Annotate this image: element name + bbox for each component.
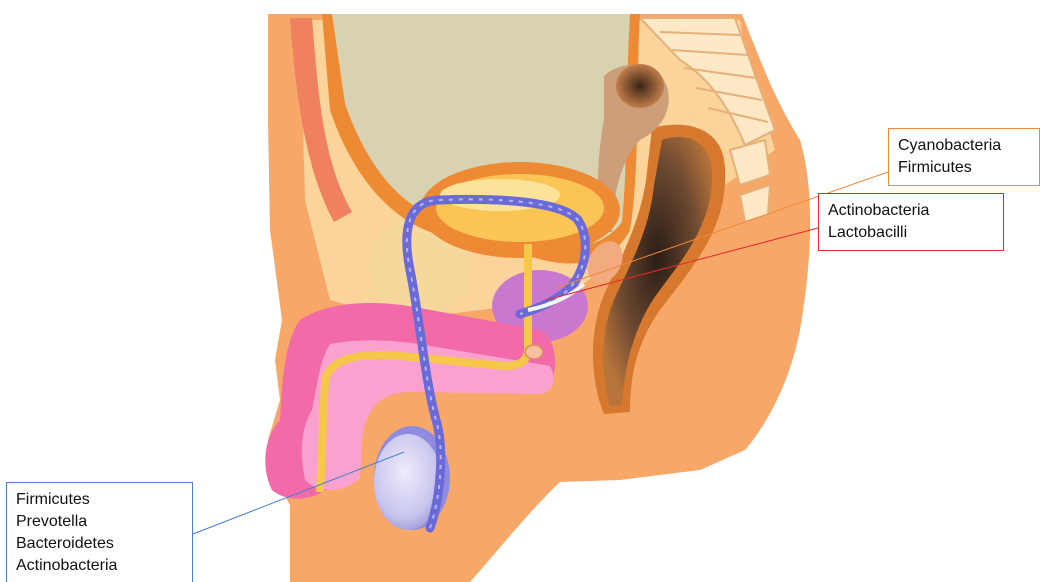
prostate-label-line-1: Actinobacteria <box>828 200 994 222</box>
prostate-label-line-2: Lactobacilli <box>828 222 994 244</box>
seminal-vesicle-label-line-2: Firmicutes <box>898 157 1030 179</box>
bulbourethral-gland <box>525 345 543 359</box>
testis-label-line-4: Actinobacteria <box>16 555 183 577</box>
seminal-vesicle-label-line-1: Cyanobacteria <box>898 135 1030 157</box>
colon-lumen <box>616 64 664 108</box>
prostate-label-box: Actinobacteria Lactobacilli <box>818 193 1004 251</box>
testis-label-line-3: Bacteroidetes <box>16 533 183 555</box>
seminal-vesicle-label-box: Cyanobacteria Firmicutes <box>888 128 1040 186</box>
testis-label-line-1: Firmicutes <box>16 489 183 511</box>
testis-label-line-2: Prevotella <box>16 511 183 533</box>
testis-label-box: Firmicutes Prevotella Bacteroidetes Acti… <box>6 482 193 582</box>
